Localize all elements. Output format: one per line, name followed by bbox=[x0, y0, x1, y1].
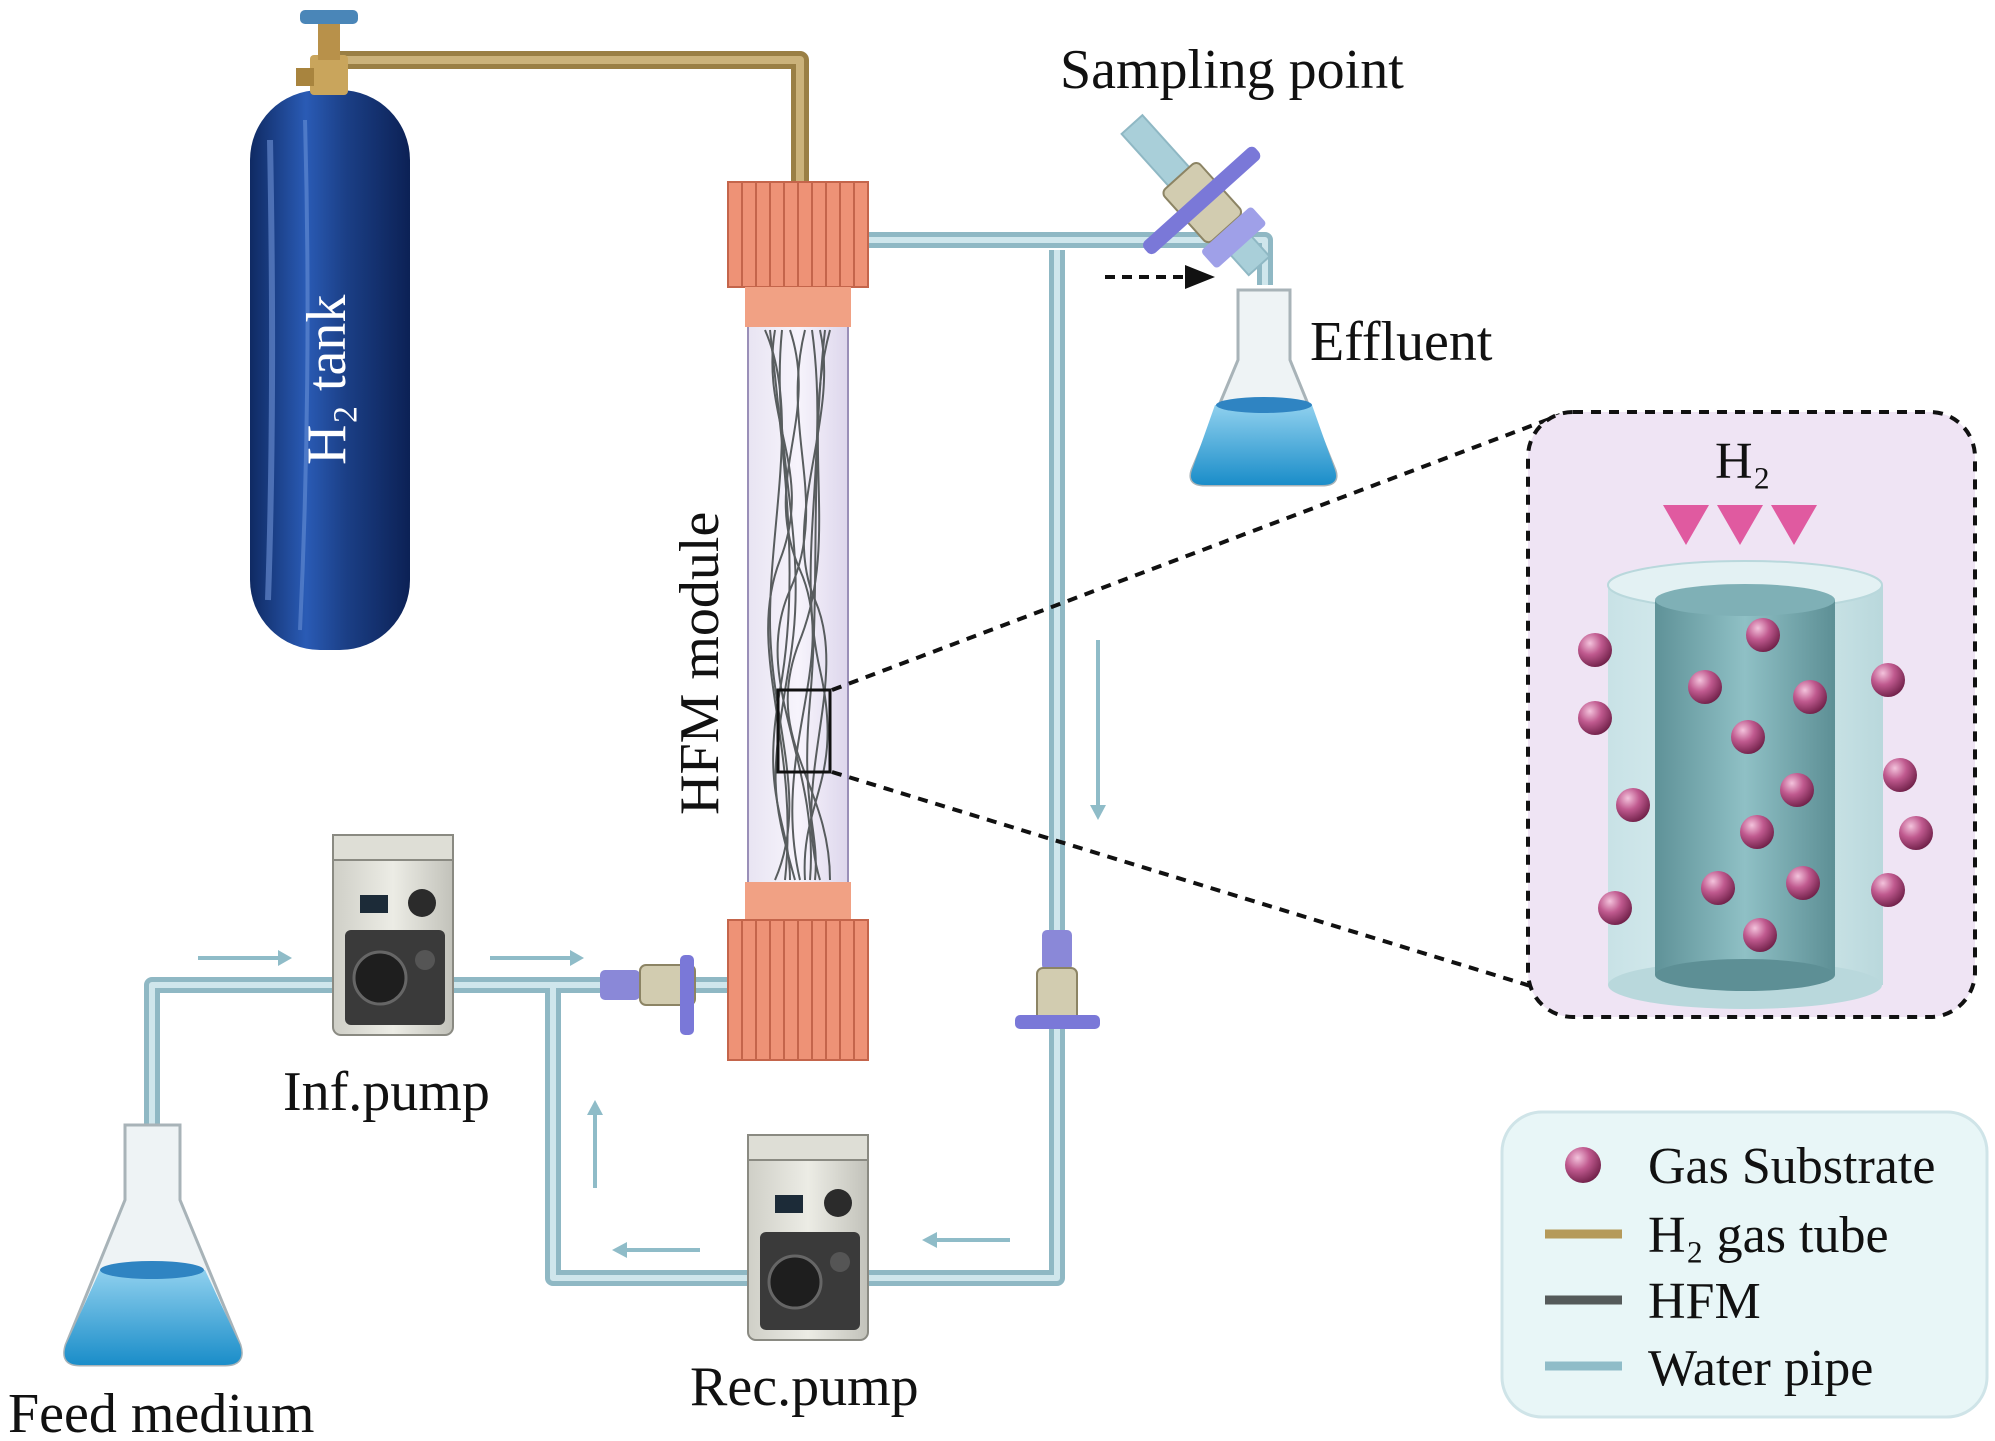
h2-diffusion-arrows bbox=[1663, 505, 1817, 545]
hfm-module bbox=[727, 181, 869, 1061]
inf-pump-label: Inf.pump bbox=[283, 1061, 490, 1123]
inf-pump bbox=[332, 834, 454, 1036]
legend-label: Gas Substrate bbox=[1648, 1138, 1935, 1195]
zoom-region bbox=[776, 688, 832, 774]
h2-tank bbox=[250, 10, 410, 650]
feed-medium-label: Feed medium bbox=[8, 1383, 314, 1436]
legend-label: HFM bbox=[1648, 1273, 1761, 1330]
legend-label: H₂ gas tube bbox=[1648, 1207, 1889, 1264]
legend-item-h2-gas-tube: H₂ gas tube bbox=[1545, 1207, 1889, 1264]
legend: Gas Substrate H₂ gas tube HFM Water pipe bbox=[1500, 1110, 1989, 1419]
flow-arrows bbox=[198, 640, 1106, 1258]
hollow-fiber-cross-section bbox=[1607, 560, 1883, 1009]
water-pipes-highlight bbox=[149, 237, 1268, 1281]
inlet-valve bbox=[600, 955, 696, 1035]
feed-medium-flask bbox=[63, 1123, 243, 1367]
rec-pump-label: Rec.pump bbox=[690, 1356, 919, 1418]
effluent-label: Effluent bbox=[1310, 311, 1493, 373]
legend-item-gas-substrate: Gas Substrate bbox=[1565, 1138, 1935, 1195]
h2-tank-label: H₂ tank bbox=[296, 295, 358, 465]
legend-label: Water pipe bbox=[1648, 1340, 1873, 1397]
inset-h2-label: H₂ bbox=[1715, 433, 1771, 490]
sampling-point-label: Sampling point bbox=[1060, 39, 1404, 101]
sampling-valve bbox=[1120, 113, 1271, 277]
rec-pump bbox=[747, 1134, 869, 1341]
hollow-fiber-membranes bbox=[764, 329, 831, 881]
legend-item-hfm: HFM bbox=[1545, 1273, 1761, 1330]
effluent-flask bbox=[1189, 288, 1338, 487]
h2-gas-tube bbox=[340, 51, 809, 182]
legend-item-water-pipe: Water pipe bbox=[1545, 1340, 1873, 1397]
recirculation-valve bbox=[1015, 930, 1100, 1029]
hfm-module-label: HFM module bbox=[669, 512, 731, 815]
zoom-lines bbox=[831, 413, 1561, 997]
effluent-flow-arrow bbox=[1105, 265, 1215, 289]
legend-sphere-icon bbox=[1565, 1147, 1601, 1183]
gas-substrate-spheres bbox=[1578, 618, 1933, 952]
